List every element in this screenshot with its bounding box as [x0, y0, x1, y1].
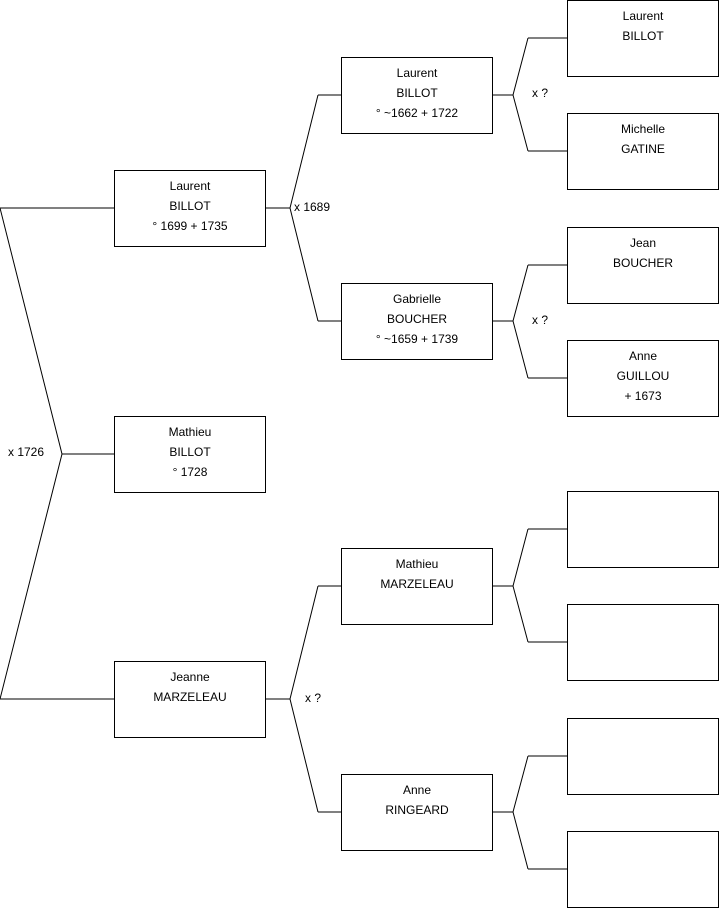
- life-dates: ° ~1659 + 1739: [375, 332, 459, 346]
- marriage-label-grandparents: x 1726: [8, 445, 45, 459]
- person-box-laurent-billot-1699[interactable]: Laurent BILLOT ° 1699 + 1735: [114, 170, 266, 247]
- marriage-label-paternal-paternal: x ?: [532, 86, 549, 100]
- given-name: Gabrielle: [392, 292, 442, 306]
- life-dates: [115, 707, 265, 727]
- connector: [512, 528, 529, 643]
- surname: BOUCHER: [612, 256, 673, 270]
- given-name: [568, 724, 718, 744]
- surname: MARZELEAU: [153, 690, 227, 704]
- given-name: [568, 837, 718, 857]
- life-dates: [342, 820, 492, 840]
- marriage-label-maternal: x ?: [305, 691, 322, 705]
- person-box-mathieu-marzeleau[interactable]: Mathieu MARZELEAU: [341, 548, 493, 625]
- person-box-empty[interactable]: [567, 718, 719, 795]
- given-name: Laurent: [622, 9, 664, 23]
- given-name: Michelle: [620, 122, 665, 136]
- life-dates: ° 1728: [172, 465, 208, 479]
- given-name: Laurent: [396, 66, 438, 80]
- life-dates: ° 1699 + 1735: [152, 219, 228, 233]
- surname: BILLOT: [169, 445, 211, 459]
- given-name: Jeanne: [170, 670, 210, 684]
- surname: [568, 630, 718, 650]
- surname: BILLOT: [169, 199, 211, 213]
- surname: GUILLOU: [616, 369, 670, 383]
- connector: [289, 94, 319, 322]
- connector: [512, 264, 529, 379]
- person-box-empty[interactable]: [567, 604, 719, 681]
- surname: BILLOT: [396, 86, 438, 100]
- life-dates: [568, 159, 718, 179]
- person-box-jean-boucher[interactable]: Jean BOUCHER: [567, 227, 719, 304]
- life-dates: + 1673: [624, 389, 662, 403]
- marriage-label-paternal-maternal: x ?: [532, 313, 549, 327]
- given-name: Mathieu: [168, 425, 212, 439]
- given-name: Mathieu: [395, 557, 439, 571]
- connector: [512, 755, 529, 870]
- connector: [289, 585, 319, 813]
- person-box-laurent-billot-elder[interactable]: Laurent BILLOT: [567, 0, 719, 77]
- surname: BILLOT: [622, 29, 664, 43]
- life-dates: [568, 46, 718, 66]
- life-dates: [568, 537, 718, 557]
- given-name: Anne: [402, 783, 432, 797]
- life-dates: [568, 877, 718, 897]
- person-box-laurent-billot-1662[interactable]: Laurent BILLOT ° ~1662 + 1722: [341, 57, 493, 134]
- person-box-gabrielle-boucher[interactable]: Gabrielle BOUCHER ° ~1659 + 1739: [341, 283, 493, 360]
- person-box-anne-guillou[interactable]: Anne GUILLOU + 1673: [567, 340, 719, 417]
- surname: GATINE: [621, 142, 665, 156]
- person-box-jeanne-marzeleau[interactable]: Jeanne MARZELEAU: [114, 661, 266, 738]
- given-name: Anne: [628, 349, 658, 363]
- surname: RINGEARD: [385, 803, 449, 817]
- surname: [568, 744, 718, 764]
- person-box-mathieu-billot[interactable]: Mathieu BILLOT ° 1728: [114, 416, 266, 493]
- given-name: Laurent: [169, 179, 211, 193]
- life-dates: [568, 650, 718, 670]
- life-dates: [568, 273, 718, 293]
- life-dates: [568, 764, 718, 784]
- given-name: [568, 610, 718, 630]
- surname: BOUCHER: [386, 312, 447, 326]
- connector: [512, 37, 529, 152]
- given-name: Jean: [629, 236, 657, 250]
- person-box-anne-ringeard[interactable]: Anne RINGEARD: [341, 774, 493, 851]
- person-box-michelle-gatine[interactable]: Michelle GATINE: [567, 113, 719, 190]
- life-dates: ° ~1662 + 1722: [375, 106, 459, 120]
- person-box-empty[interactable]: [567, 831, 719, 908]
- person-box-empty[interactable]: [567, 491, 719, 568]
- surname: MARZELEAU: [380, 577, 454, 591]
- life-dates: [342, 594, 492, 614]
- surname: [568, 857, 718, 877]
- given-name: [568, 497, 718, 517]
- surname: [568, 517, 718, 537]
- marriage-label-paternal: x 1689: [294, 200, 331, 214]
